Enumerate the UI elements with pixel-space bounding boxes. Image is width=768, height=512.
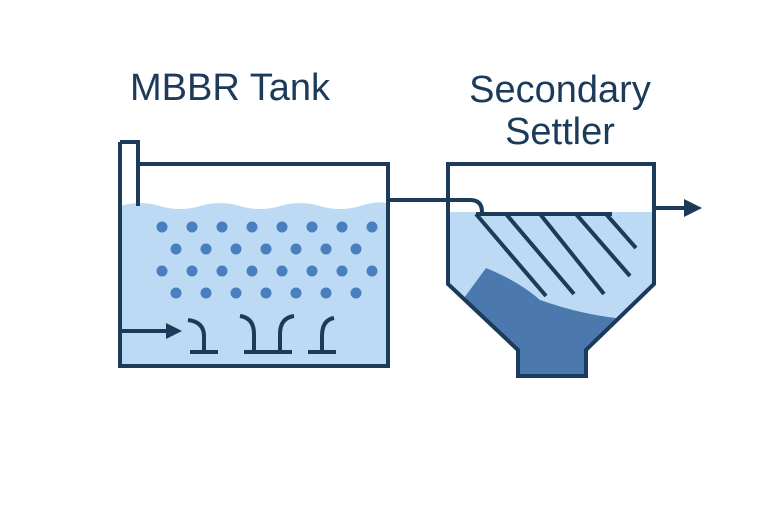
inlet-pipe: [120, 140, 140, 206]
carrier-media-dot: [336, 221, 348, 233]
mbbr-tank-outline: [118, 142, 390, 368]
carrier-media-dot: [186, 265, 198, 277]
carrier-media-dot: [306, 221, 318, 233]
carrier-media-dot: [246, 265, 258, 277]
carrier-media-dot: [260, 287, 272, 299]
secondary-settler-title-line2: Settler: [505, 111, 615, 153]
carrier-media-dot: [366, 265, 378, 277]
secondary-settler: [446, 162, 702, 378]
carrier-media-dot: [230, 243, 242, 255]
carrier-media-dot: [200, 243, 212, 255]
carrier-media-dot: [366, 221, 378, 233]
carrier-media-dot: [290, 287, 302, 299]
mbbr-tank-title: MBBR Tank: [130, 67, 330, 109]
carrier-media-dot: [350, 287, 362, 299]
carrier-media-dot: [306, 265, 318, 277]
carrier-media-dot: [336, 265, 348, 277]
connecting-pipe: [388, 198, 484, 214]
carrier-media-dot: [186, 221, 198, 233]
carrier-media-dot: [216, 221, 228, 233]
outflow-arrow-icon: [654, 199, 702, 217]
sludge-layer: [464, 268, 616, 376]
carrier-media-dot: [156, 265, 168, 277]
inflow-arrow-icon: [122, 323, 182, 339]
carrier-media-dot: [156, 221, 168, 233]
carrier-media-dot: [170, 287, 182, 299]
tube-settler-plates: [474, 212, 638, 298]
carrier-media-dot: [260, 243, 272, 255]
carrier-media-dot: [170, 243, 182, 255]
mbbr-tank: [118, 140, 390, 368]
secondary-settler-title-line1: Secondary: [469, 69, 651, 111]
carrier-media: [156, 221, 378, 299]
diffuser-icon: [187, 318, 218, 354]
carrier-media-dot: [246, 221, 258, 233]
settler-outline: [446, 162, 656, 378]
settler-water: [448, 212, 654, 376]
carrier-media-dot: [320, 287, 332, 299]
carrier-media-dot: [216, 265, 228, 277]
carrier-media-dot: [350, 243, 362, 255]
diffuser-icon: [239, 314, 295, 354]
diffuser-icon: [308, 316, 336, 354]
carrier-media-dot: [200, 287, 212, 299]
carrier-media-dot: [320, 243, 332, 255]
carrier-media-dot: [276, 265, 288, 277]
mbbr-water: [120, 202, 388, 366]
carrier-media-dot: [276, 221, 288, 233]
carrier-media-dot: [290, 243, 302, 255]
carrier-media-dot: [230, 287, 242, 299]
